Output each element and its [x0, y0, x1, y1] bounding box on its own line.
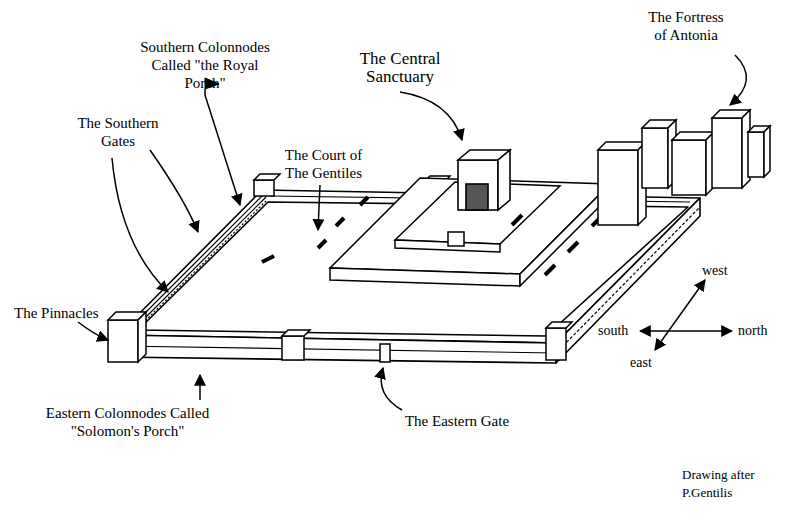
leader-arrows: [205, 95, 240, 205]
court-barriers: [318, 240, 326, 248]
inner-courts: [395, 182, 560, 244]
antonia-fortress: [598, 150, 638, 225]
sanctuary-building: [458, 160, 498, 210]
court-barriers: [360, 197, 368, 205]
corner-towers: [108, 320, 138, 362]
leader-arrows: [381, 368, 402, 410]
antonia-fortress: [598, 110, 770, 225]
colonnade-lines: [120, 346, 556, 353]
court-barriers: [262, 197, 602, 275]
leader-arrows: [199, 375, 201, 400]
corner-towers: [282, 330, 310, 336]
leader-arrows: [400, 92, 462, 140]
leader-arrows: [78, 55, 746, 410]
antonia-fortress: [672, 140, 706, 195]
court-barriers: [512, 215, 522, 225]
sanctuary-building: [458, 150, 510, 210]
court-barriers: [262, 256, 274, 262]
credit-note: Drawing after P.Gentilis: [682, 466, 782, 502]
colonnade-lines: [130, 197, 266, 333]
corner-towers: [138, 312, 146, 362]
corner-towers: [282, 336, 304, 360]
callout-label: Eastern Colonnodes Called "Solomon's Por…: [40, 404, 215, 440]
antonia-fortress: [712, 118, 742, 188]
court-barriers: [336, 218, 344, 226]
callout-label: The Central Sanctuary: [345, 50, 455, 86]
corner-towers: [254, 180, 274, 196]
temple-platform: [118, 335, 556, 363]
corner-towers: [380, 344, 390, 362]
callout-label: The Pinnacles: [14, 304, 124, 322]
corner-towers: [546, 328, 566, 360]
leader-arrows: [112, 158, 168, 292]
compass-rose: [655, 280, 705, 350]
antonia-fortress: [748, 132, 764, 177]
compass-label: north: [738, 322, 788, 340]
court-barriers: [545, 265, 555, 275]
sanctuary-building: [498, 150, 510, 210]
compass-label: west: [702, 262, 752, 280]
compass-label: east: [630, 354, 680, 372]
inner-courts: [448, 232, 464, 246]
callout-label: The Southern Gates: [68, 114, 168, 150]
inner-courts: [330, 178, 610, 286]
leader-arrows: [730, 55, 746, 105]
sanctuary-building: [466, 184, 488, 210]
leader-arrows: [150, 150, 198, 232]
callout-label: The Court of The Gentiles: [276, 146, 371, 182]
compass-rose: [640, 280, 732, 350]
callout-label: The Fortress of Antonia: [642, 8, 730, 44]
leader-arrows: [78, 322, 108, 340]
compass-label: south: [598, 322, 648, 340]
callout-label: The Eastern Gate: [402, 412, 512, 430]
compass-rose: [640, 330, 732, 332]
leader-arrows: [318, 185, 320, 230]
antonia-fortress: [764, 126, 770, 177]
corner-towers: [254, 174, 280, 180]
colonnade-lines: [134, 200, 267, 332]
callout-label: Southern Colonnodes Called "the Royal Po…: [130, 38, 280, 92]
antonia-fortress: [642, 128, 668, 188]
inner-courts: [330, 268, 520, 286]
corner-towers: [546, 322, 572, 328]
court-barriers: [568, 242, 578, 252]
